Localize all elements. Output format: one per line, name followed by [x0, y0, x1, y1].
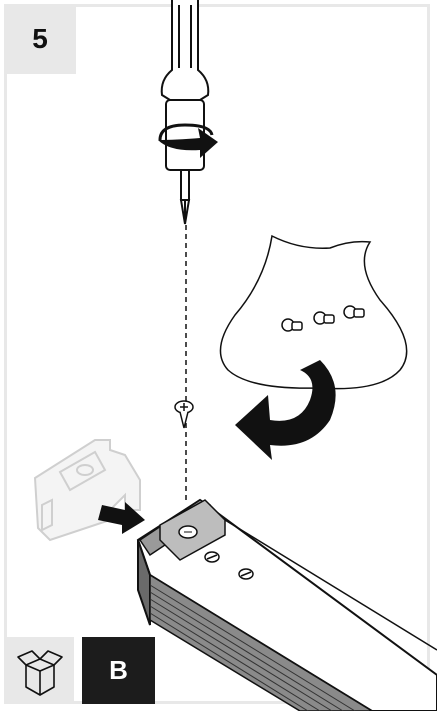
- rail-profile: [138, 500, 437, 711]
- box-cell: [4, 637, 74, 704]
- screwdriver-icon: [162, 0, 209, 224]
- open-box-icon: [4, 637, 74, 704]
- screw-icon: [175, 401, 193, 428]
- part-letter: B: [82, 637, 155, 704]
